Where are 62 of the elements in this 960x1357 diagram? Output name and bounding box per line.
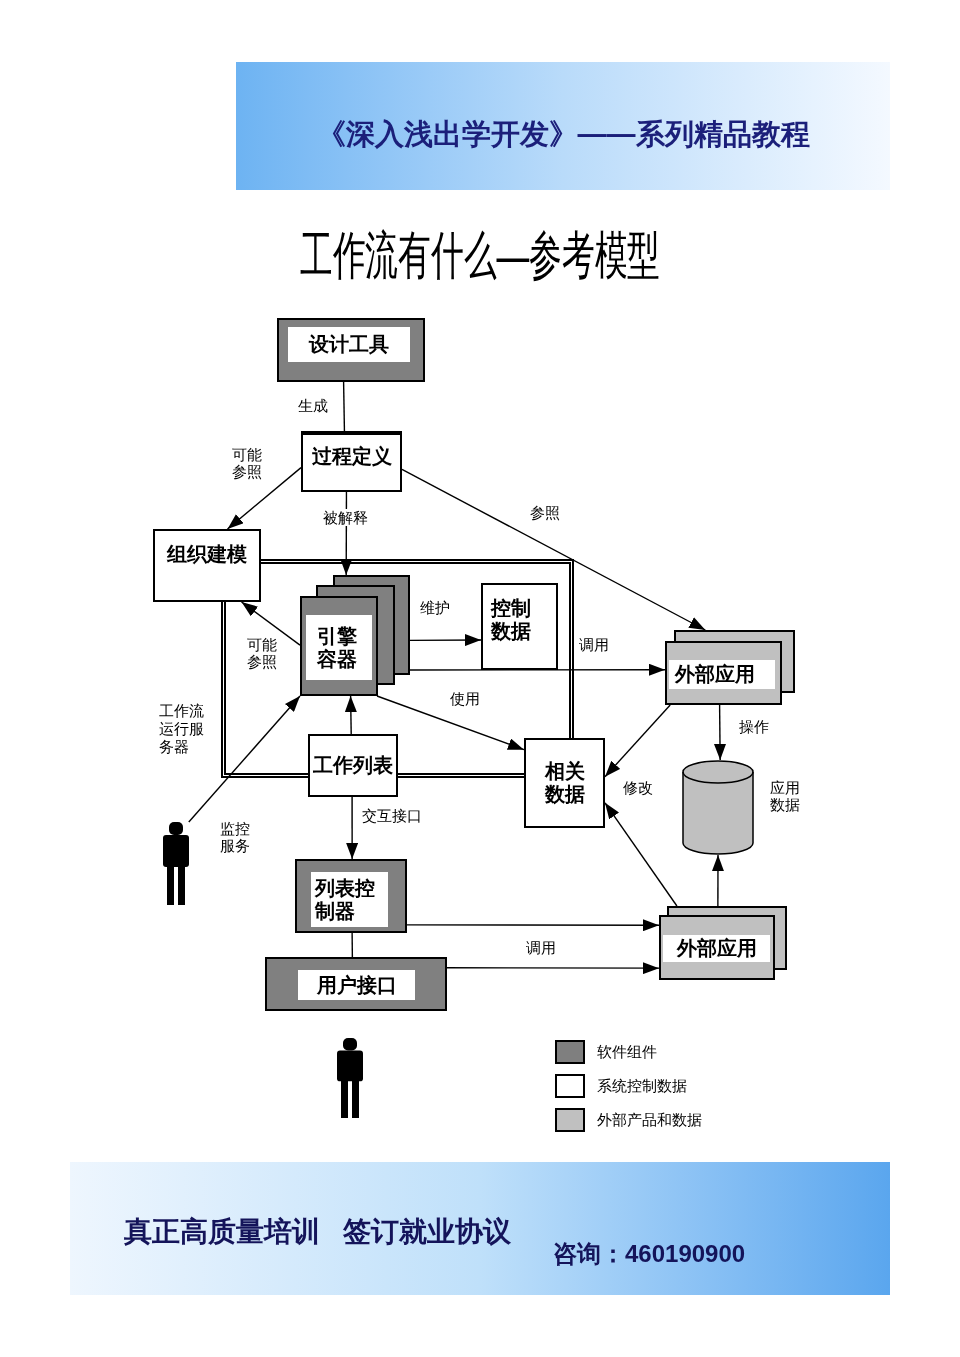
node-label: 控制数据 xyxy=(491,597,532,643)
banner-text: 真正高质量培训 xyxy=(124,1215,320,1249)
arrow xyxy=(406,919,660,932)
edge-label: 交互接口 xyxy=(362,807,422,824)
edge-label: 生成 xyxy=(298,397,328,414)
arrow xyxy=(604,802,678,907)
diagram-title: 工作流有什么—参考模型 xyxy=(299,225,661,286)
edge-label: 可能参照 xyxy=(232,446,264,480)
arrow xyxy=(446,962,660,975)
arrow xyxy=(711,854,724,907)
data-box xyxy=(524,738,605,828)
beside-label: 应用数据 xyxy=(770,779,801,813)
arrow xyxy=(604,704,671,778)
stacked-component-box xyxy=(300,575,410,696)
arrow xyxy=(409,634,482,647)
arrow xyxy=(344,695,357,735)
node-label: 相关数据 xyxy=(543,760,586,806)
edge-label: 调用 xyxy=(526,939,556,956)
banner-text: 签订就业协议 xyxy=(343,1215,511,1249)
component-box xyxy=(295,859,407,933)
stacked-application-box xyxy=(659,906,787,980)
node-label: 过程定义 xyxy=(311,445,392,468)
node-label: 设计工具 xyxy=(309,333,389,356)
stacked-application-box xyxy=(665,630,795,705)
legend-label: 外部产品和数据 xyxy=(597,1110,702,1130)
edge-label: 操作 xyxy=(739,718,769,735)
legend-label: 系统控制数据 xyxy=(597,1076,687,1096)
node-label: 列表控制器 xyxy=(315,876,376,923)
database-cylinder xyxy=(682,760,754,855)
banner-text: 咨询：460190900 xyxy=(553,1239,746,1269)
edge-label: 参照 xyxy=(530,504,560,521)
component-box xyxy=(277,318,425,382)
edge-label: 维护 xyxy=(420,599,450,616)
edge-label: 被解释 xyxy=(323,509,368,526)
node-label: 组织建模 xyxy=(167,543,247,566)
arrow xyxy=(188,695,301,823)
arrow xyxy=(346,796,359,860)
arrow xyxy=(409,663,666,676)
node-label: 外部应用 xyxy=(676,937,757,960)
node-label: 工作列表 xyxy=(313,754,393,777)
arrow xyxy=(714,704,726,761)
edge-label: 可能参照 xyxy=(247,636,279,670)
node-label: 外部应用 xyxy=(675,663,755,686)
arrow xyxy=(240,601,301,646)
node-label: 用户接口 xyxy=(316,973,397,997)
arrow xyxy=(376,695,525,751)
arrow xyxy=(226,466,302,530)
data-box xyxy=(301,431,402,492)
data-box xyxy=(481,583,558,670)
person-icon xyxy=(160,822,192,905)
edge-label: 监控服务 xyxy=(220,820,252,854)
frame-label: 工作流运行服务器 xyxy=(159,702,205,756)
edge-label: 修改 xyxy=(623,779,653,796)
banner-text: 《深入浅出学开发》——系列精品教程 xyxy=(315,117,811,152)
node-label: 引擎容器 xyxy=(317,624,358,671)
component-box xyxy=(265,957,447,1011)
edge-label: 调用 xyxy=(579,636,609,653)
data-box xyxy=(153,529,261,602)
arrow xyxy=(401,468,706,631)
edge-label: 使用 xyxy=(450,690,480,707)
legend-label: 软件组件 xyxy=(597,1042,657,1062)
data-box xyxy=(308,734,398,797)
